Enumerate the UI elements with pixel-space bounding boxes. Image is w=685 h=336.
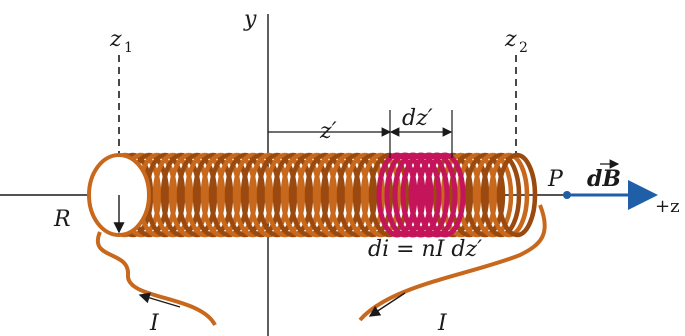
coil-turn <box>432 152 474 238</box>
coil-turn <box>224 152 266 238</box>
y-axis-label: y <box>243 7 257 32</box>
coil-turn <box>472 152 514 238</box>
point-p-label: P <box>547 167 564 192</box>
di-equation: di = nI dz′ <box>368 237 482 262</box>
coil-turn <box>216 152 258 238</box>
coil-turn <box>488 152 530 238</box>
coil-turn <box>272 152 314 238</box>
coil-turn <box>264 152 306 238</box>
z1-label: z <box>109 27 122 52</box>
coil-turn <box>280 152 322 238</box>
coil-turn <box>336 152 378 238</box>
current-label-right: I <box>437 311 448 336</box>
dz-prime-label: dz′ <box>402 106 433 131</box>
coil-turn <box>240 152 282 238</box>
coil-turn <box>184 152 226 238</box>
z2-subscript: 2 <box>519 40 528 56</box>
coil-turn <box>320 152 362 238</box>
z-prime-label: z′ <box>319 119 337 144</box>
coil-turn <box>448 152 490 238</box>
coil-turn <box>352 152 394 238</box>
coil-turn <box>208 152 250 238</box>
slice-turn <box>408 152 450 238</box>
slice-turn <box>392 152 434 238</box>
coil-turn <box>176 152 218 238</box>
db-label: dB <box>587 166 621 192</box>
coil-turn <box>152 152 194 238</box>
coil-turn <box>312 152 354 238</box>
slice-turn <box>376 152 418 238</box>
coil-turn <box>168 152 210 238</box>
coil-turn <box>368 152 410 238</box>
coil-turn <box>256 152 298 238</box>
coil-turn <box>232 152 274 238</box>
coil-turn <box>344 152 386 238</box>
current-arrow-left <box>138 292 181 308</box>
coil-turn <box>440 152 482 238</box>
solenoid-coil <box>104 152 538 238</box>
coil-turn <box>480 152 522 238</box>
lead-wire-left <box>95 231 217 327</box>
plus-z-label: +z <box>655 196 680 217</box>
current-label-left: I <box>149 311 160 336</box>
slice-turn <box>416 152 458 238</box>
coil-turn <box>160 152 202 238</box>
coil-turn <box>288 152 330 238</box>
coil-turn <box>200 152 242 238</box>
lead-wire-right <box>358 204 547 322</box>
current-arrow-right <box>368 292 406 317</box>
z2-label: z <box>504 27 517 52</box>
coil-turn <box>464 152 506 238</box>
slice-turn <box>424 152 466 238</box>
z1-subscript: 1 <box>124 40 133 56</box>
coil-turn <box>248 152 290 238</box>
radius-label: R <box>53 207 71 232</box>
coil-turn <box>496 152 538 238</box>
coil-turn <box>456 152 498 238</box>
coil-turn <box>192 152 234 238</box>
slice-turn <box>400 152 442 238</box>
slice-turn <box>384 152 426 238</box>
coil-turn <box>304 152 346 238</box>
dz-slice <box>376 152 466 238</box>
coil-turn <box>328 152 370 238</box>
coil-turn <box>360 152 402 238</box>
coil-turn <box>296 152 338 238</box>
